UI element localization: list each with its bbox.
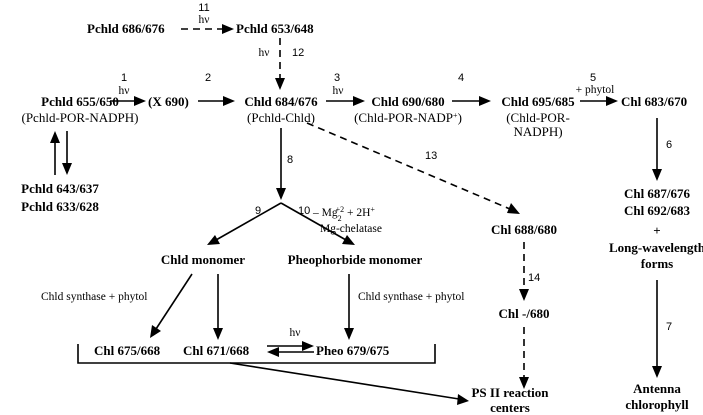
arrowhead-down-to-pchld-643 xyxy=(62,163,72,175)
arrowhead-step-9 xyxy=(207,235,220,245)
label-plus-phytol: + phytol xyxy=(576,84,615,96)
arrow-chld-monomer-to-chl-675 xyxy=(155,273,193,330)
arrowhead-to-chl-671 xyxy=(267,347,279,357)
arrowhead-step-2 xyxy=(223,96,235,106)
node-chld-695-685-complex-2: NADPH) xyxy=(513,124,562,139)
label-hv-11: hν xyxy=(199,14,210,26)
label-mg-removal: – Mg2+2 + 2H+ xyxy=(312,205,375,223)
label-hv-12: hν xyxy=(259,47,270,59)
step-number-9: 9 xyxy=(255,205,261,217)
step-number-11: 11 xyxy=(198,2,209,14)
node-ps2-centers: centers xyxy=(490,400,530,415)
arrow-step-9 xyxy=(215,202,282,241)
step-number-7: 7 xyxy=(666,321,672,333)
label-hv-bottom: hν xyxy=(290,327,301,339)
label-hv-3: hν xyxy=(333,85,344,97)
arrowhead-step-14 xyxy=(519,289,529,301)
node-antenna: Antenna xyxy=(633,381,681,396)
node-long-wavelength-forms: forms xyxy=(641,256,674,271)
node-pchld-686-676: Pchld 686/676 xyxy=(87,21,165,36)
step-number-12: 12 xyxy=(292,47,304,59)
node-ps2-reaction: PS II reaction xyxy=(471,385,549,400)
node-pchld-655-650: Pchld 655/650 xyxy=(41,94,119,109)
node-pchld-655-650-complex: (Pchld-POR-NADPH) xyxy=(22,110,139,125)
arrow-step-13 xyxy=(306,122,511,210)
step-number-6: 6 xyxy=(666,139,672,151)
node-pheophorbide-monomer: Pheophorbide monomer xyxy=(288,252,423,267)
step-number-1: 1 xyxy=(121,72,127,84)
node-chld-690-680-complex: (Chld-POR-NADP+) xyxy=(354,110,462,125)
step-number-3: 3 xyxy=(334,72,340,84)
node-chl-675-668: Chl 675/668 xyxy=(94,343,161,358)
plus-sign: + xyxy=(653,223,660,238)
arrowhead-step-13 xyxy=(507,203,520,214)
node-pchld-633-628: Pchld 633/628 xyxy=(21,199,99,214)
arrowhead-chl-675 xyxy=(150,325,161,338)
step-number-14: 14 xyxy=(528,272,540,284)
node-x690: (X 690) xyxy=(148,94,189,109)
step-number-4: 4 xyxy=(458,72,464,84)
arrowhead-bracket-to-ps2 xyxy=(457,394,469,405)
node-pchld-643-637: Pchld 643/637 xyxy=(21,181,99,196)
label-hv-1: hν xyxy=(119,85,130,97)
arrowhead-to-ps2 xyxy=(519,377,529,389)
step-number-13: 13 xyxy=(425,150,437,162)
arrow-step-10 xyxy=(280,202,347,241)
step-number-5: 5 xyxy=(590,72,596,84)
step-number-8: 8 xyxy=(287,154,293,166)
node-chl-680: Chl -/680 xyxy=(499,306,550,321)
step-number-2: 2 xyxy=(205,72,211,84)
arrowhead-pheo xyxy=(344,328,354,340)
node-chld-695-685-complex-1: (Chld-POR- xyxy=(506,110,570,125)
node-chld-monomer: Chld monomer xyxy=(161,252,245,267)
bracket-bottom-group xyxy=(77,344,436,364)
arrowhead-step-11 xyxy=(222,24,234,34)
node-chl-683-670: Chl 683/670 xyxy=(621,94,687,109)
node-long-wavelength: Long-wavelength xyxy=(609,240,703,255)
node-antenna-chlorophyll: chlorophyll xyxy=(625,397,689,412)
arrowhead-step-8 xyxy=(276,188,286,200)
label-chld-synthase-right: Chld synthase + phytol xyxy=(358,291,464,303)
node-chld-684-676: Chld 684/676 xyxy=(244,94,318,109)
arrowhead-to-pheo-679 xyxy=(302,341,314,351)
arrowhead-chl-671 xyxy=(213,328,223,340)
label-mg-chelatase: Mg-chelatase xyxy=(320,223,382,235)
node-chl-687-676: Chl 687/676 xyxy=(624,186,691,201)
node-pheo-679-675: Pheo 679/675 xyxy=(316,343,390,358)
step-number-10: 10 xyxy=(298,205,310,217)
arrow-bracket-to-ps2 xyxy=(229,362,460,400)
node-chld-690-680: Chld 690/680 xyxy=(371,94,444,109)
arrowhead-step-12 xyxy=(275,78,285,90)
arrowhead-step-6 xyxy=(652,169,662,181)
node-chl-671-668: Chl 671/668 xyxy=(183,343,250,358)
label-chld-synthase-left: Chld synthase + phytol xyxy=(41,291,147,303)
arrowhead-step-7 xyxy=(652,366,662,378)
node-chl-688-680: Chl 688/680 xyxy=(491,222,557,237)
node-chl-692-683: Chl 692/683 xyxy=(624,203,691,218)
node-chld-684-676-complex: (Pchld-Chld) xyxy=(247,110,315,125)
arrowhead-step-1 xyxy=(134,96,146,106)
node-pchld-653-648: Pchld 653/648 xyxy=(236,21,314,36)
arrowhead-up-to-pchld-655 xyxy=(50,131,60,143)
arrowhead-step-5 xyxy=(606,96,618,106)
arrowhead-step-3 xyxy=(353,96,365,106)
arrowhead-step-4 xyxy=(479,96,491,106)
arrowhead-step-10 xyxy=(342,235,355,245)
node-chld-695-685: Chld 695/685 xyxy=(501,94,575,109)
